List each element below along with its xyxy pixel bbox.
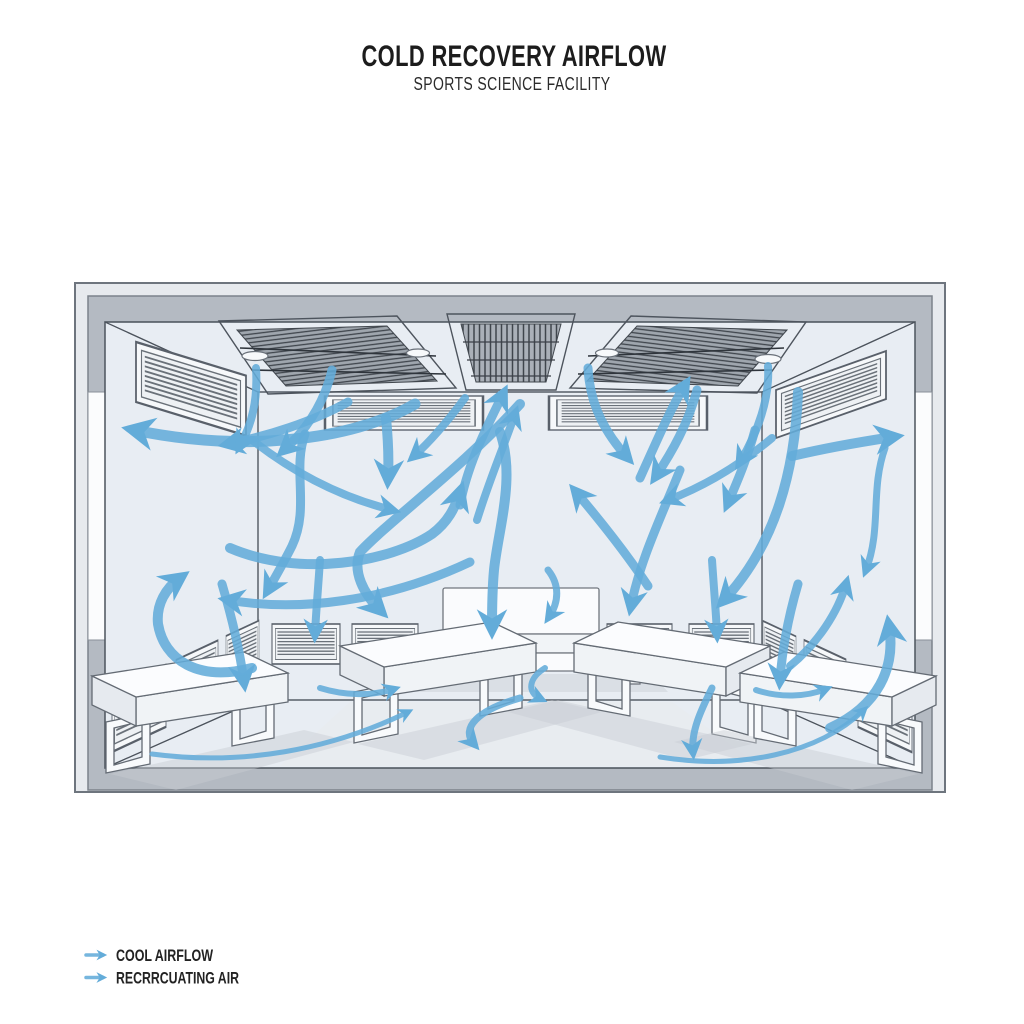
airflow-arrows xyxy=(121,362,908,764)
legend-item-recirculating-air: RECRRCUATING AIR xyxy=(84,969,239,988)
airflow-arrow xyxy=(681,684,716,761)
airflow-arrow xyxy=(457,694,524,751)
airflow-arrow xyxy=(544,566,566,624)
airflow-arrow xyxy=(860,444,889,578)
legend-label: COOL AIRFLOW xyxy=(116,946,214,965)
airflow-arrow xyxy=(526,665,548,703)
right-wall-window-strip xyxy=(914,391,933,641)
legend: COOL AIRFLOW RECRRCUATING AIR xyxy=(84,946,239,988)
airflow-arrow xyxy=(650,385,702,485)
airflow-arrow xyxy=(704,556,729,644)
ceiling-diffuser-left xyxy=(217,315,458,395)
airflow-arrow xyxy=(476,427,512,640)
airflow-arrow xyxy=(352,399,525,619)
airflow-arrow xyxy=(753,684,833,702)
airflow-arrow xyxy=(786,574,854,670)
airflow-arrow xyxy=(373,413,405,490)
airflow-arrow xyxy=(735,362,773,471)
airflow-arrow xyxy=(635,375,691,483)
airflow-arrow xyxy=(406,394,469,463)
airflow-arrow xyxy=(715,387,803,609)
ceiling-light xyxy=(405,348,431,358)
airflow-arrow xyxy=(767,579,803,691)
airflow-arrow xyxy=(276,365,337,458)
left-wall-window-strip xyxy=(87,391,106,641)
legend-label: RECRRCUATING AIR xyxy=(116,969,239,988)
room-cutaway xyxy=(74,282,946,793)
ceiling-diffuser-center xyxy=(446,313,576,391)
airflow-arrow xyxy=(152,571,257,678)
ceiling-light xyxy=(241,350,269,362)
page-title: COLD RECOVERY AIRFLOW xyxy=(362,40,667,73)
airflow-arrow xyxy=(583,363,635,465)
ceiling-diffuser-right xyxy=(568,315,808,394)
airflow-arrow xyxy=(303,556,328,644)
back-wall-vent-lower xyxy=(271,623,341,665)
ceiling-light xyxy=(594,348,620,358)
airflow-arrow xyxy=(248,436,402,519)
airflow-arrow xyxy=(787,424,905,461)
airflow-arrow xyxy=(235,364,261,455)
legend-item-cool-airflow: COOL AIRFLOW xyxy=(84,946,214,965)
airflow-arrow xyxy=(659,434,776,507)
airflow-arrow xyxy=(217,557,475,617)
airflow-arrow xyxy=(262,429,310,600)
airflow-arrow xyxy=(473,404,522,524)
airflow-arrow xyxy=(825,614,908,733)
airflow-arrow xyxy=(149,709,414,761)
page-subtitle: SPORTS SCIENCE FACILITY xyxy=(414,74,611,94)
airflow-arrow xyxy=(317,683,401,702)
